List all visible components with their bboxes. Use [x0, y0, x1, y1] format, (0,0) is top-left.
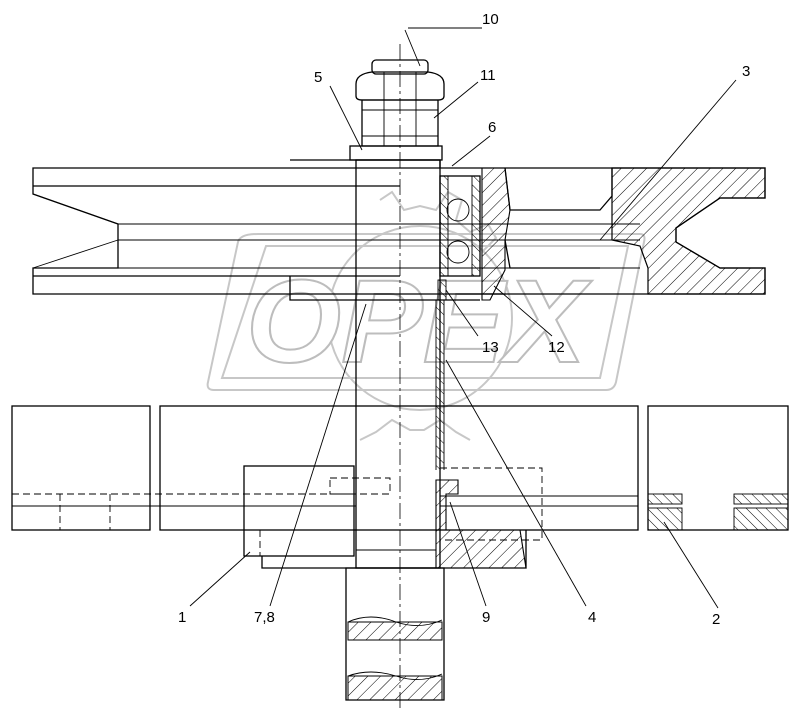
callout-10: 10 — [482, 11, 499, 28]
callout-2: 2 — [712, 611, 720, 628]
frame-beam — [11, 405, 789, 531]
callout-4: 4 — [588, 609, 596, 626]
pulley — [32, 159, 766, 301]
callout-7-8: 7,8 — [254, 609, 275, 626]
callout-11: 11 — [480, 67, 496, 84]
nut-assembly — [349, 59, 445, 161]
callout-12: 12 — [548, 339, 565, 356]
shaft-end — [345, 567, 445, 701]
callout-5: 5 — [314, 69, 322, 86]
callout-6: 6 — [488, 119, 496, 136]
callout-3: 3 — [742, 63, 750, 80]
bracket — [243, 465, 543, 569]
bearing — [437, 175, 481, 301]
watermark-text: OPEX — [246, 256, 593, 388]
watermark-logo: OPEX — [206, 190, 646, 441]
callout-13: 13 — [482, 339, 499, 356]
leader-lines — [189, 27, 737, 609]
callout-1: 1 — [178, 609, 186, 626]
callout-9: 9 — [482, 609, 490, 626]
